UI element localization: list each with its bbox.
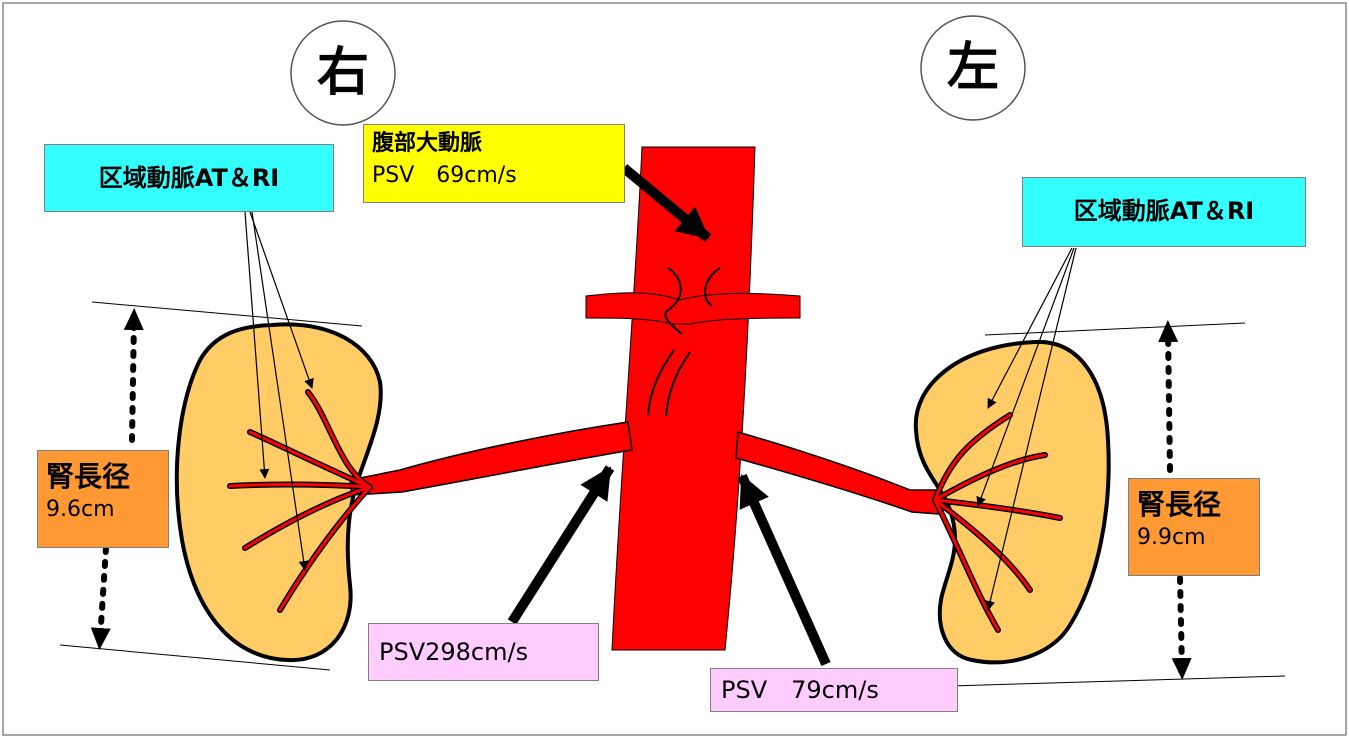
right-renal-psv-label: PSV298cm/s <box>368 623 599 681</box>
right-length-arrow-upper <box>132 318 134 440</box>
left-side-mark: 左 <box>923 33 1023 103</box>
right-kidney-length-value: 9.6cm <box>46 495 160 525</box>
right-kidney-length-box: 腎長径 9.6cm <box>37 450 169 548</box>
left-length-arrow-lower <box>1180 578 1182 670</box>
right-length-arrow-lower <box>100 548 106 640</box>
left-renal-artery <box>736 432 938 514</box>
right-side-mark: 右 <box>293 38 393 108</box>
aorta-label-psv: PSV 69cm/s <box>372 159 616 193</box>
left-kidney-upper-guide <box>985 323 1245 335</box>
left-kidney-lower-guide <box>950 676 1285 686</box>
right-renal-pointer-arrow <box>512 468 610 622</box>
left-segmental-label: 区域動脈AT＆RI <box>1022 177 1306 247</box>
left-renal-psv-label: PSV 79cm/s <box>710 668 958 712</box>
left-kidney-length-value: 9.9cm <box>1137 523 1251 553</box>
superior-branch <box>586 293 800 324</box>
left-length-arrow-upper <box>1168 330 1170 470</box>
right-renal-artery <box>350 422 632 495</box>
aorta-label-box: 腹部大動脈 PSV 69cm/s <box>363 124 625 203</box>
left-kidney-length-title: 腎長径 <box>1137 487 1251 523</box>
left-kidney-length-box: 腎長径 9.9cm <box>1128 478 1260 576</box>
aorta-label-title: 腹部大動脈 <box>372 129 616 159</box>
left-renal-pointer-arrow <box>742 476 826 664</box>
right-kidney-length-title: 腎長径 <box>46 459 160 495</box>
right-segmental-label: 区域動脈AT＆RI <box>44 144 334 212</box>
